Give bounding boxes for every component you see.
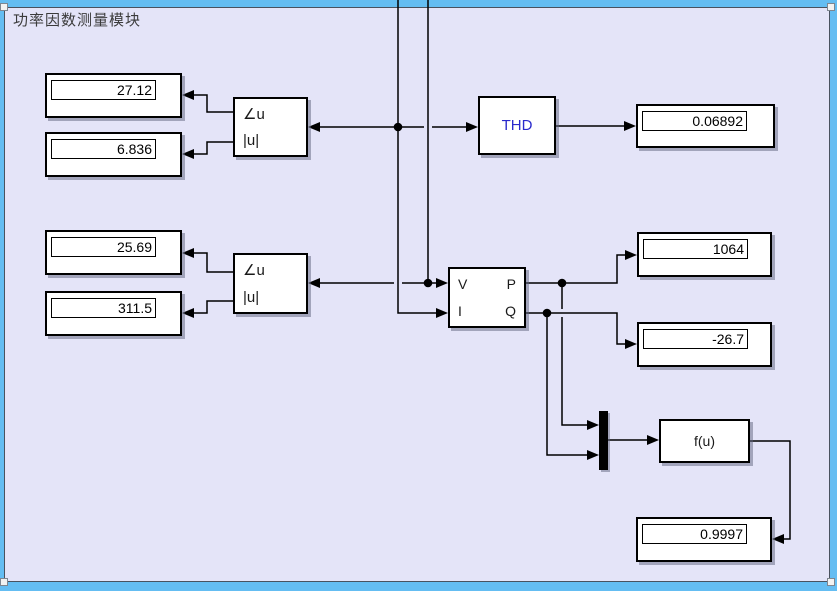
arrowhead-icon — [625, 250, 637, 260]
arrowhead-icon — [624, 121, 636, 131]
display-value: -26.7 — [712, 331, 744, 347]
display-value: 25.69 — [116, 239, 152, 255]
signal-line-angle2-deg[interactable] — [182, 248, 233, 273]
thd-block[interactable]: THD — [478, 96, 556, 155]
signal-line-angle1-deg[interactable] — [182, 90, 233, 113]
display-value-box: 27.12 — [51, 80, 156, 100]
arrowhead-icon — [182, 308, 194, 318]
port-label-q: Q — [505, 303, 516, 319]
arrowhead-icon — [647, 435, 659, 445]
signal-line-vertical-2[interactable] — [423, 0, 433, 288]
display-value-box: 25.69 — [51, 237, 156, 257]
magnitude-output-label: |u| — [243, 289, 260, 306]
arrowhead-icon — [182, 90, 194, 100]
arrowhead-icon — [308, 122, 320, 132]
function-label: f(u) — [694, 433, 715, 449]
resize-handle-top-right[interactable] — [827, 3, 835, 11]
signal-line-vertical-1[interactable] — [393, 0, 448, 318]
signal-line-angle2-v[interactable] — [308, 278, 448, 288]
display-value: 0.9997 — [700, 526, 743, 542]
thd-label: THD — [501, 117, 533, 134]
display-value-box: 0.06892 — [642, 111, 747, 131]
display-value: 0.06892 — [692, 113, 743, 129]
wire-segment — [194, 252, 233, 273]
display-power-factor[interactable]: 0.9997 — [636, 517, 772, 562]
wire-segment — [561, 283, 587, 426]
power-measurement-block[interactable]: V P I Q — [448, 267, 526, 328]
display-reactive-power[interactable]: -26.7 — [637, 322, 772, 367]
wire-segment — [194, 300, 233, 314]
wire-segment — [546, 313, 587, 456]
display-value-box: -26.7 — [643, 329, 748, 349]
complex-to-angle-magnitude-block-2[interactable]: ∠u |u| — [233, 253, 308, 314]
resize-handle-bottom-left[interactable] — [0, 578, 8, 586]
display-value: 311.5 — [118, 300, 152, 316]
port-label-p: P — [506, 276, 516, 292]
wire-segment — [194, 94, 233, 113]
display-value-box: 0.9997 — [642, 524, 747, 544]
mux-block[interactable] — [599, 411, 608, 470]
display-angle2-mag[interactable]: 311.5 — [45, 291, 182, 336]
port-label-i: I — [458, 303, 462, 319]
angle-output-label: ∠u — [243, 262, 265, 279]
signal-line-q-to-mux[interactable] — [546, 313, 599, 460]
display-value-box: 1064 — [643, 239, 748, 259]
resize-handle-bottom-right[interactable] — [827, 578, 835, 586]
signal-line-thd-out[interactable] — [556, 121, 636, 131]
display-value-box: 6.836 — [51, 139, 156, 159]
arrowhead-icon — [182, 149, 194, 159]
wire-segment — [194, 141, 233, 155]
resize-handle-top-left[interactable] — [0, 3, 8, 11]
port-label-v: V — [458, 276, 468, 292]
signal-line-angle2-mag[interactable] — [182, 300, 233, 318]
signal-line-q-out[interactable] — [526, 308, 637, 349]
display-angle1-mag[interactable]: 6.836 — [45, 132, 182, 177]
function-block[interactable]: f(u) — [659, 419, 750, 463]
display-angle2-deg[interactable]: 25.69 — [45, 230, 182, 275]
arrowhead-icon — [587, 450, 599, 460]
signal-line-angle1-mag[interactable] — [182, 141, 233, 159]
wire-segment — [397, 0, 436, 314]
signal-line-mux-to-fcn[interactable] — [608, 435, 659, 445]
arrowhead-icon — [466, 122, 478, 132]
complex-to-angle-magnitude-block-1[interactable]: ∠u |u| — [233, 97, 308, 157]
signal-line-angle1-thd[interactable] — [308, 122, 478, 132]
wire-segment — [526, 312, 625, 345]
arrowhead-icon — [436, 278, 448, 288]
arrowhead-icon — [436, 308, 448, 318]
display-value-box: 311.5 — [51, 298, 156, 318]
arrowhead-icon — [182, 248, 194, 258]
arrowhead-icon — [308, 278, 320, 288]
signal-line-p-out[interactable] — [526, 250, 637, 288]
display-thd[interactable]: 0.06892 — [636, 104, 775, 148]
arrowhead-icon — [587, 420, 599, 430]
angle-output-label: ∠u — [243, 106, 265, 123]
annotation-title: 功率因数测量模块 — [13, 12, 142, 29]
arrowhead-icon — [772, 534, 784, 544]
display-active-power[interactable]: 1064 — [637, 232, 772, 277]
signal-line-fcn-out[interactable] — [749, 440, 791, 544]
display-value: 6.836 — [116, 141, 152, 157]
arrowhead-icon — [625, 339, 637, 349]
display-angle1-deg[interactable]: 27.12 — [45, 73, 182, 118]
wire-segment — [526, 254, 625, 284]
wire-segment — [749, 440, 791, 540]
magnitude-output-label: |u| — [243, 132, 260, 149]
signal-line-p-to-mux[interactable] — [561, 283, 599, 430]
display-value: 1064 — [712, 241, 744, 257]
display-value: 27.12 — [116, 82, 152, 98]
